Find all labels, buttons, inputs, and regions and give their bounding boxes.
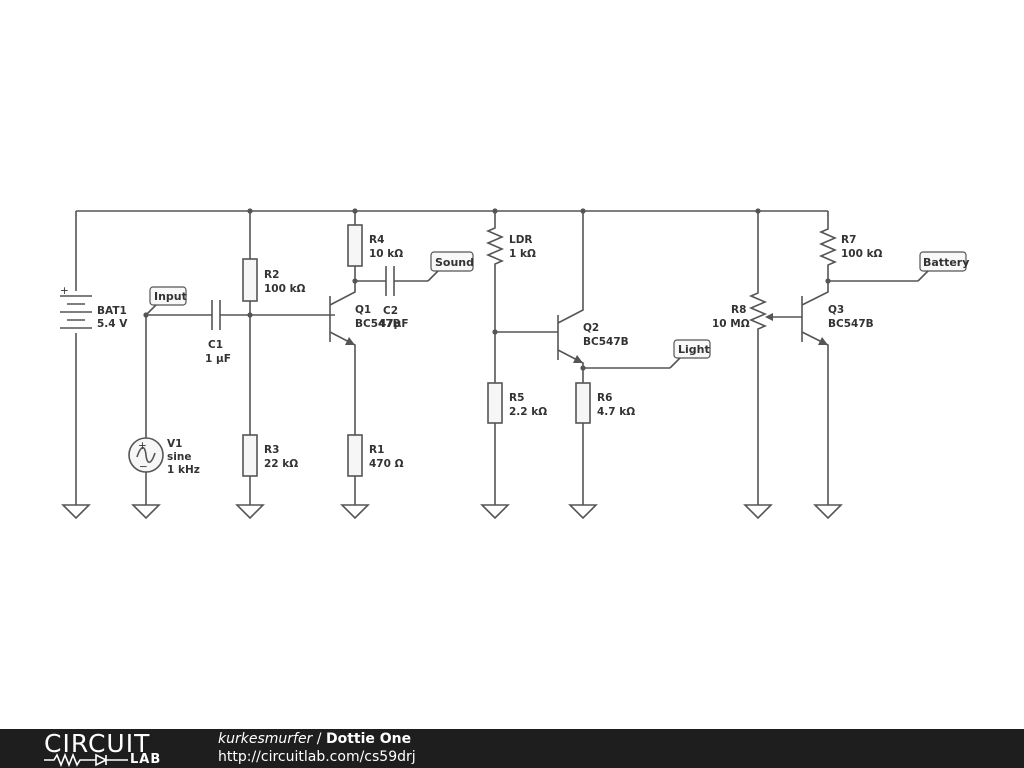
resistor-r7: R7 100 kΩ <box>818 211 918 282</box>
c2-value: 47µF <box>379 318 409 330</box>
author-link[interactable]: kurkesmurfer <box>218 731 313 747</box>
resistor-r4: R4 10 kΩ <box>347 211 403 281</box>
circuit-credit: kurkesmurfer / Dottie One <box>218 731 411 748</box>
ldr-name: LDR <box>509 234 533 246</box>
svg-text:−: − <box>139 461 148 473</box>
r8-value: 10 MΩ <box>712 318 750 330</box>
svg-text:+: + <box>138 440 147 452</box>
q3-value: BC547B <box>828 318 874 330</box>
q2-name: Q2 <box>583 322 599 334</box>
q1-name: Q1 <box>355 304 371 316</box>
ground-icon <box>813 504 843 520</box>
resistor-r1: R1 470 Ω <box>347 434 404 505</box>
r1-value: 470 Ω <box>369 458 404 470</box>
transistor-q2: Q2 BC547B <box>495 211 629 383</box>
ground-icon <box>61 504 91 520</box>
v1-name: V1 <box>167 438 182 450</box>
ground-icon <box>235 504 265 520</box>
r2-value: 100 kΩ <box>264 283 306 295</box>
r3-name: R3 <box>264 444 279 456</box>
flag-battery-label: Battery <box>923 256 969 269</box>
ground-icon <box>131 504 161 520</box>
junctions <box>143 208 831 371</box>
resistor-r6: R6 4.7 kΩ <box>575 367 670 505</box>
r7-name: R7 <box>841 234 856 246</box>
resistor-diode-logo-icon <box>44 753 128 767</box>
r1-name: R1 <box>369 444 384 456</box>
bat1-name: BAT1 <box>97 305 127 317</box>
svg-text:+: + <box>60 285 69 297</box>
resistor-r2: R2 100 kΩ <box>242 211 306 435</box>
c2-name: C2 <box>383 305 398 317</box>
capacitor-c1: C1 1 µF <box>146 300 335 365</box>
circuit-title: Dottie One <box>325 731 412 747</box>
potentiometer-r8: R8 10 MΩ <box>712 211 802 505</box>
r8-name: R8 <box>731 304 746 316</box>
ground-icon <box>743 504 773 520</box>
q2-value: BC547B <box>583 336 629 348</box>
r2-name: R2 <box>264 269 279 281</box>
c1-name: C1 <box>208 339 223 351</box>
footer-bar: CIRCUIT LAB kurkesmurfer / Dottie One ht… <box>0 729 1024 768</box>
ground-icon <box>480 504 510 520</box>
credit-separator: / <box>312 731 326 747</box>
flag-input-label: Input <box>154 290 187 303</box>
battery-bat1: + BAT1 5.4 V <box>60 211 128 505</box>
ldr-value: 1 kΩ <box>509 248 536 260</box>
r5-value: 2.2 kΩ <box>509 406 547 418</box>
r6-value: 4.7 kΩ <box>597 406 635 418</box>
bat1-value: 5.4 V <box>97 318 128 330</box>
flag-light-label: Light <box>678 343 710 356</box>
flag-sound-label: Sound <box>435 256 474 269</box>
r4-name: R4 <box>369 234 384 246</box>
r7-value: 100 kΩ <box>841 248 883 260</box>
source-v1: + − V1 sine 1 kHz <box>128 315 200 505</box>
transistor-q1: Q1 BC547B <box>329 281 401 435</box>
resistor-r5: R5 2.2 kΩ <box>487 382 547 505</box>
v1-value: 1 kHz <box>167 464 200 476</box>
r3-value: 22 kΩ <box>264 458 298 470</box>
flag-sound: Sound <box>427 251 474 282</box>
circuit-schematic: + BAT1 5.4 V + − V1 sine 1 kHz C1 1 µF R… <box>60 208 969 520</box>
r5-name: R5 <box>509 392 524 404</box>
circuit-url[interactable]: http://circuitlab.com/cs59drj <box>218 749 416 765</box>
q3-name: Q3 <box>828 304 844 316</box>
flag-light: Light <box>669 339 711 369</box>
ldr: LDR 1 kΩ <box>485 211 536 383</box>
circuitlab-logo-top: CIRCUIT <box>44 729 151 758</box>
circuitlab-logo-bottom: LAB <box>130 752 162 767</box>
ground-symbols <box>61 504 843 520</box>
v1-type: sine <box>167 451 191 463</box>
flag-input: Input <box>145 286 187 316</box>
q1-value: BC547B <box>355 318 401 330</box>
ground-icon <box>340 504 370 520</box>
c1-value: 1 µF <box>205 353 231 365</box>
transistor-q3: Q3 BC547B <box>801 281 874 505</box>
r6-name: R6 <box>597 392 612 404</box>
resistor-r3: R3 22 kΩ <box>242 434 298 505</box>
r4-value: 10 kΩ <box>369 248 403 260</box>
ground-icon <box>568 504 598 520</box>
flag-battery: Battery <box>917 251 969 282</box>
capacitor-c2: C2 47µF <box>355 266 428 330</box>
